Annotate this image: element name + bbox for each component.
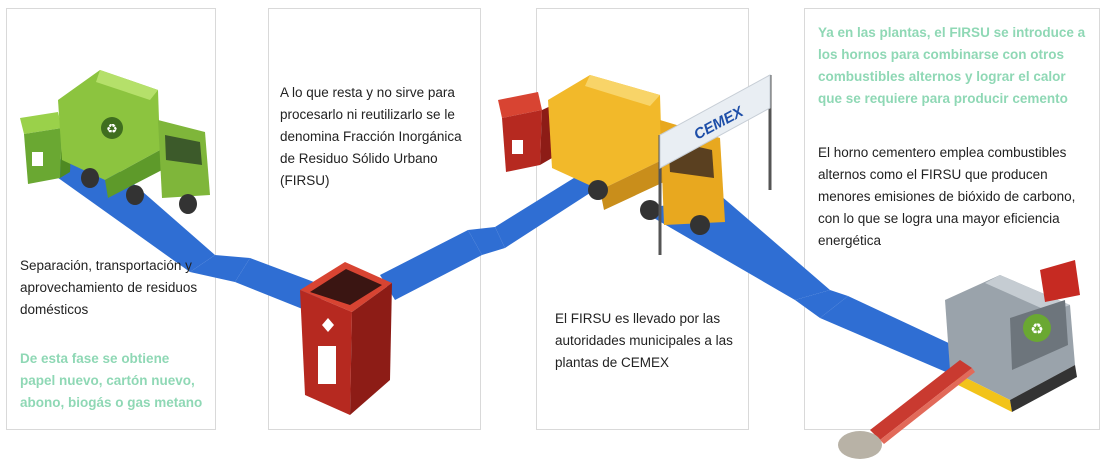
step-4-text: El horno cementero emplea combustibles a…	[818, 145, 1076, 248]
waste-bin-icon	[498, 92, 555, 172]
step-3-text: El FIRSU es llevado por las autoridades …	[555, 311, 733, 370]
garbage-truck-icon	[548, 75, 725, 235]
recycle-icon: ♻	[1030, 320, 1043, 338]
waste-bin-icon	[300, 262, 392, 415]
step-4-highlight: Ya en las plantas, el FIRSU se introduce…	[818, 25, 1086, 106]
recycle-icon: ♻	[101, 117, 123, 139]
svg-text:♻: ♻	[106, 122, 118, 137]
step-2-text: A lo que resta y no sirve para procesarl…	[280, 85, 462, 188]
kiln-icon: ♻	[838, 260, 1080, 459]
step-1-highlight: De esta fase se obtiene papel nuevo, car…	[20, 351, 203, 410]
garbage-truck-icon: ♻	[58, 70, 210, 214]
step-1-text: Separación, transportación y aprovechami…	[20, 258, 198, 317]
